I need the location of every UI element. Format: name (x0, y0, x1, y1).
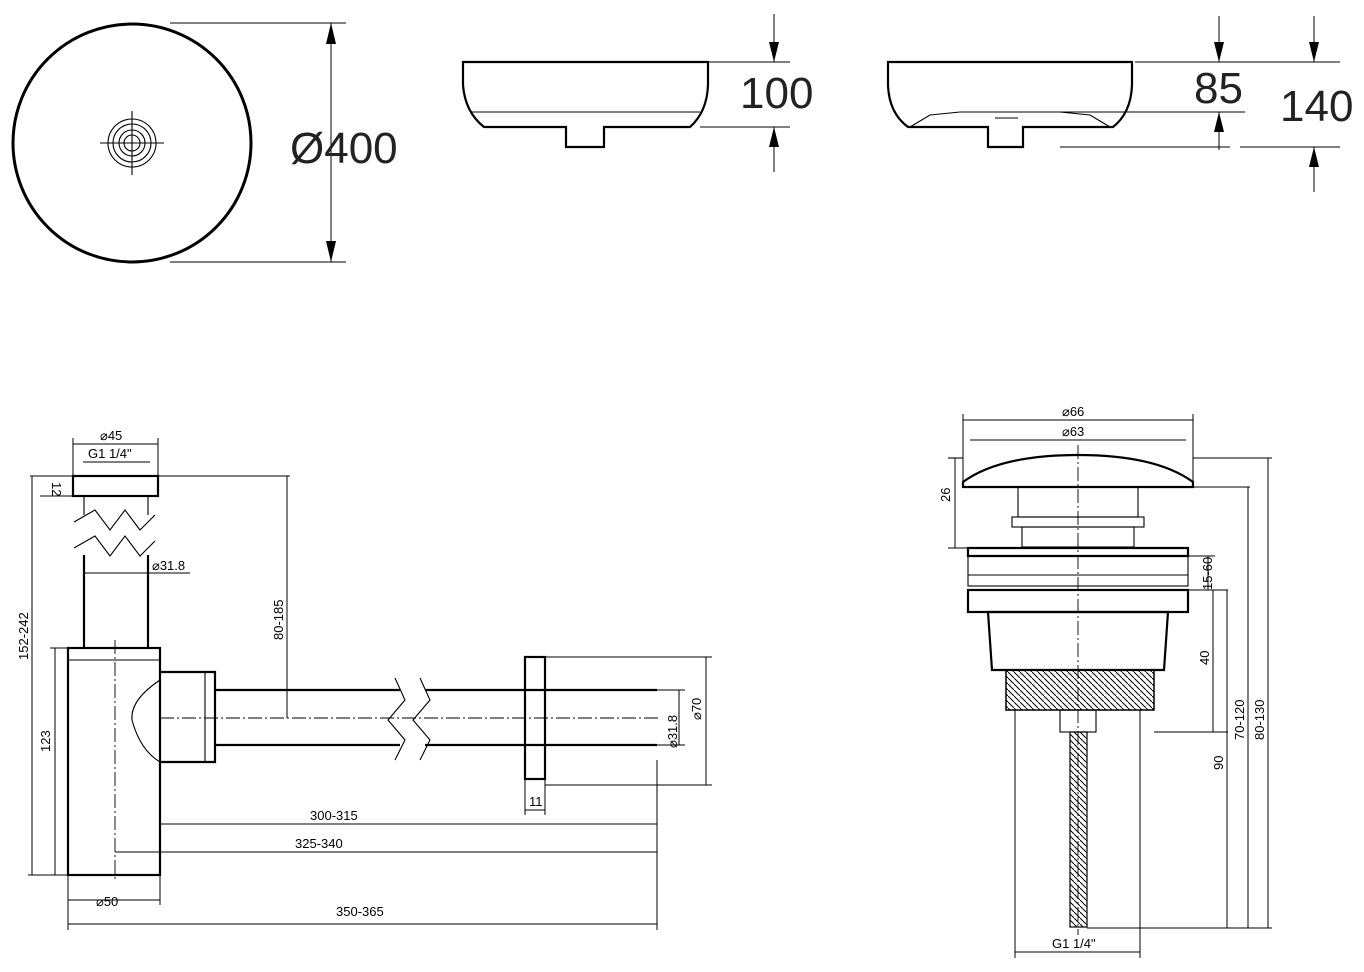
length-2-label: 325-340 (295, 836, 343, 851)
range-1-label: 70-120 (1232, 700, 1247, 740)
inner-diameter-label: ⌀63 (1062, 424, 1084, 439)
total-height-label: 140 (1280, 82, 1353, 131)
inner-depth-label: 85 (1194, 64, 1243, 113)
adjust-range-label: 15-60 (1200, 557, 1215, 590)
top-thread-label: G1 1/4" (88, 446, 132, 461)
pop-up-drain-drawing: ⌀66 ⌀63 26 15-60 (938, 404, 1272, 958)
basin-side-view-2: 85 140 (886, 16, 1353, 192)
drain-cap (961, 453, 1195, 489)
body-height-dim: 123 (38, 730, 53, 752)
drain-stem-screw (1069, 731, 1088, 928)
length-1-label: 300-315 (310, 808, 358, 823)
basin-diameter-label: Ø400 (290, 124, 398, 173)
drain-cap-height-label: 26 (938, 488, 953, 502)
horizontal-pipe (215, 688, 400, 747)
length-3-label: 350-365 (336, 904, 384, 919)
flange-thickness-label: 11 (529, 794, 543, 809)
siphon-body (66, 646, 162, 877)
total-height-dim: 152-242 (16, 612, 31, 660)
inlet-height-label: 80-185 (271, 600, 286, 640)
drain-thread-label: G1 1/4" (1052, 936, 1096, 951)
basin-side-outline (461, 60, 710, 149)
siphon-top-cap (71, 474, 160, 498)
stem-height-label: 90 (1211, 756, 1226, 770)
top-diameter-label: ⌀45 (100, 428, 122, 443)
bowl-depth-label: 100 (740, 69, 813, 118)
cap-height-label: 12 (49, 482, 64, 496)
outlet-diameter-label: ⌀31.8 (665, 715, 680, 748)
body-diameter-label: ⌀50 (96, 894, 118, 909)
basin-top-view: Ø400 (11, 22, 398, 264)
drain-thread (1005, 669, 1155, 711)
drain-body-height-label: 40 (1197, 651, 1212, 665)
vertical-tube (82, 555, 150, 648)
bottle-siphon-drawing: ⌀45 G1 1/4" 12 ⌀31.8 152-242 123 (16, 428, 712, 930)
elbow-connector (160, 670, 217, 764)
basin-side-outline-2 (886, 60, 1134, 149)
tube-diameter-label: ⌀31.8 (152, 558, 185, 573)
flange-diameter-label: ⌀70 (689, 698, 704, 720)
wall-flange (523, 655, 547, 781)
basin-side-view-1: 100 (461, 14, 813, 172)
range-2-label: 80-130 (1252, 700, 1267, 740)
drain-body (986, 610, 1170, 672)
basin-outline (11, 22, 253, 264)
cap-diameter-label: ⌀66 (1062, 404, 1084, 419)
